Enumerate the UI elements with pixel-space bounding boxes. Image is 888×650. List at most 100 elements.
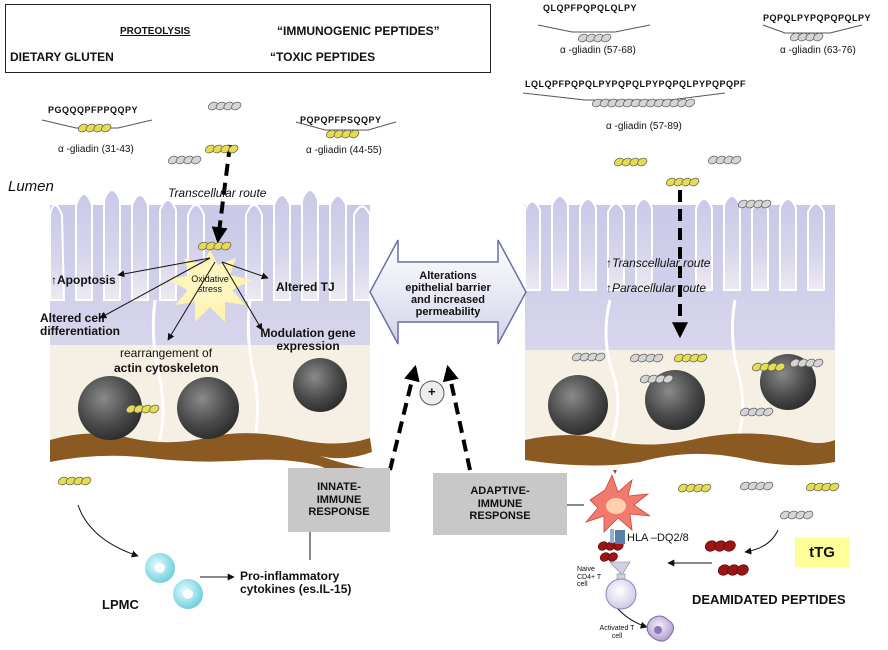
immunogenic-peptide-unit bbox=[615, 98, 626, 108]
immunogenic-peptide-unit bbox=[653, 353, 664, 363]
toxic-peptide-unit bbox=[212, 144, 223, 154]
legend-proteolysis: PROTEOLYSIS bbox=[120, 26, 191, 37]
effect-arrows bbox=[99, 257, 269, 341]
immunogenic-peptide-unit bbox=[813, 32, 824, 42]
immunogenic-peptide-unit bbox=[646, 98, 657, 108]
left-epithelium bbox=[49, 189, 390, 479]
cytokines-label: Pro-inflammatory cytokines (es.IL-15) bbox=[240, 569, 352, 597]
peptide-seq-57-68: QLQPFPQPQLQLPY bbox=[543, 3, 638, 13]
toxic-peptide-unit bbox=[665, 177, 677, 187]
toxic-peptide-unit bbox=[65, 476, 76, 486]
immunogenic-peptide-unit bbox=[661, 98, 672, 108]
naive-t-cell bbox=[605, 578, 637, 610]
immunogenic-peptide-unit bbox=[753, 199, 764, 209]
immunogenic-peptide-unit bbox=[223, 101, 234, 111]
deamidated-peptide-unit bbox=[736, 564, 749, 576]
immunogenic-peptide-unit bbox=[215, 101, 226, 111]
toxic-peptide-unit bbox=[813, 482, 824, 492]
toxic-peptide-unit bbox=[133, 404, 144, 414]
immunogenic-peptide-unit bbox=[731, 155, 742, 165]
immunogenic-peptide-unit bbox=[723, 155, 734, 165]
toxic-peptide-unit bbox=[697, 353, 708, 363]
ttg-label: tTG bbox=[809, 543, 835, 561]
activated-t-cell bbox=[646, 615, 674, 642]
deamidated-peptide-unit bbox=[723, 540, 736, 552]
toxic-peptide-unit bbox=[349, 129, 360, 139]
toxic-peptide-unit bbox=[325, 129, 337, 139]
immunogenic-peptide-unit bbox=[739, 481, 751, 491]
transcellular-route-right: ↑Transcellular route bbox=[606, 256, 711, 270]
adaptive-immune-response-box: ADAPTIVE-IMMUNE RESPONSE bbox=[433, 473, 567, 535]
legend-box bbox=[5, 4, 491, 73]
toxic-peptide-unit bbox=[81, 476, 92, 486]
immunogenic-peptide-unit bbox=[191, 155, 202, 165]
toxic-peptide-unit bbox=[221, 241, 232, 251]
apoptosis-label: ↑Apoptosis bbox=[51, 273, 116, 287]
toxic-peptide-unit bbox=[77, 123, 89, 133]
immunogenic-peptide-unit bbox=[797, 358, 808, 368]
transcellular-route-left: Transcellular route bbox=[168, 186, 267, 200]
immunogenic-peptide-unit bbox=[207, 101, 219, 111]
toxic-peptide-unit bbox=[673, 177, 684, 187]
immunogenic-peptide-unit bbox=[601, 33, 612, 43]
immunogenic-peptide-unit bbox=[787, 510, 798, 520]
immunogenic-peptide-unit bbox=[599, 98, 610, 108]
immunogenic-peptide-unit bbox=[595, 352, 606, 362]
toxic-peptide-unit bbox=[141, 404, 152, 414]
immunogenic-peptide-unit bbox=[167, 155, 179, 165]
immunogenic-peptide-unit bbox=[622, 98, 634, 108]
immunogenic-peptide-unit bbox=[577, 33, 589, 43]
toxic-peptide-unit bbox=[821, 482, 832, 492]
plus-circle bbox=[419, 380, 445, 406]
immunogenic-peptide-unit bbox=[607, 98, 618, 108]
toxic-peptide-unit bbox=[125, 404, 137, 414]
immunogenic-peptide-unit bbox=[629, 353, 641, 363]
peptide-name-57-68: α -gliadin (57-68) bbox=[560, 45, 636, 56]
lpmc-label: LPMC bbox=[102, 597, 139, 612]
immunogenic-peptide-unit bbox=[797, 32, 808, 42]
immunogenic-peptide-unit bbox=[645, 353, 656, 363]
toxic-peptide-unit bbox=[677, 483, 689, 493]
actin-cytoskeleton-label: actin cytoskeleton bbox=[114, 361, 219, 375]
immunogenic-peptide-unit bbox=[813, 358, 824, 368]
toxic-peptide-unit bbox=[689, 177, 700, 187]
toxic-peptide-unit bbox=[829, 482, 840, 492]
altered-cell-differentiation: Altered cell differentiation bbox=[40, 311, 120, 339]
peptide-name-31-43: α -gliadin (31-43) bbox=[58, 144, 134, 155]
deamidated-peptide-unit bbox=[607, 552, 618, 562]
toxic-peptide-unit bbox=[775, 362, 786, 372]
toxic-peptide-unit bbox=[689, 353, 700, 363]
toxic-peptide-unit bbox=[805, 482, 817, 492]
activated-t-cell-label: Activated T cell bbox=[599, 625, 635, 640]
toxic-peptide-unit bbox=[701, 483, 712, 493]
immunogenic-peptide-unit bbox=[755, 407, 766, 417]
immunogenic-peptide-unit bbox=[585, 33, 596, 43]
peptide-seq-44-55: PQPQPFPSQQPY bbox=[300, 115, 382, 125]
toxic-peptide-unit bbox=[693, 483, 704, 493]
immunogenic-peptide-unit bbox=[637, 353, 648, 363]
lumen-label: Lumen bbox=[8, 178, 54, 195]
immunogenic-peptide-unit bbox=[805, 32, 816, 42]
immunogenic-peptide-unit bbox=[763, 481, 774, 491]
toxic-peptide-unit bbox=[681, 353, 692, 363]
immunogenic-peptide-unit bbox=[591, 98, 603, 108]
toxic-peptide-unit bbox=[759, 362, 770, 372]
immunogenic-peptide-unit bbox=[761, 199, 772, 209]
peptide-name-57-89: α -gliadin (57-89) bbox=[606, 121, 682, 132]
immunogenic-peptide-unit bbox=[795, 510, 806, 520]
toxic-peptide-unit bbox=[204, 144, 216, 154]
immunogenic-peptide-unit bbox=[655, 374, 666, 384]
toxic-peptide-unit bbox=[767, 362, 778, 372]
plus-sign: + bbox=[428, 384, 436, 399]
toxic-peptide-unit bbox=[621, 157, 632, 167]
immunogenic-peptide-unit bbox=[737, 199, 749, 209]
toxic-peptide-unit bbox=[333, 129, 344, 139]
immunogenic-peptide-unit bbox=[715, 155, 726, 165]
legend-immunogenic: “IMMUNOGENIC PEPTIDES” bbox=[277, 24, 440, 38]
immunogenic-peptide-unit bbox=[175, 155, 186, 165]
toxic-peptide-unit bbox=[213, 241, 224, 251]
immunogenic-peptide-unit bbox=[663, 374, 674, 384]
immunogenic-peptide-unit bbox=[639, 374, 651, 384]
immunogenic-peptide-unit bbox=[630, 98, 641, 108]
